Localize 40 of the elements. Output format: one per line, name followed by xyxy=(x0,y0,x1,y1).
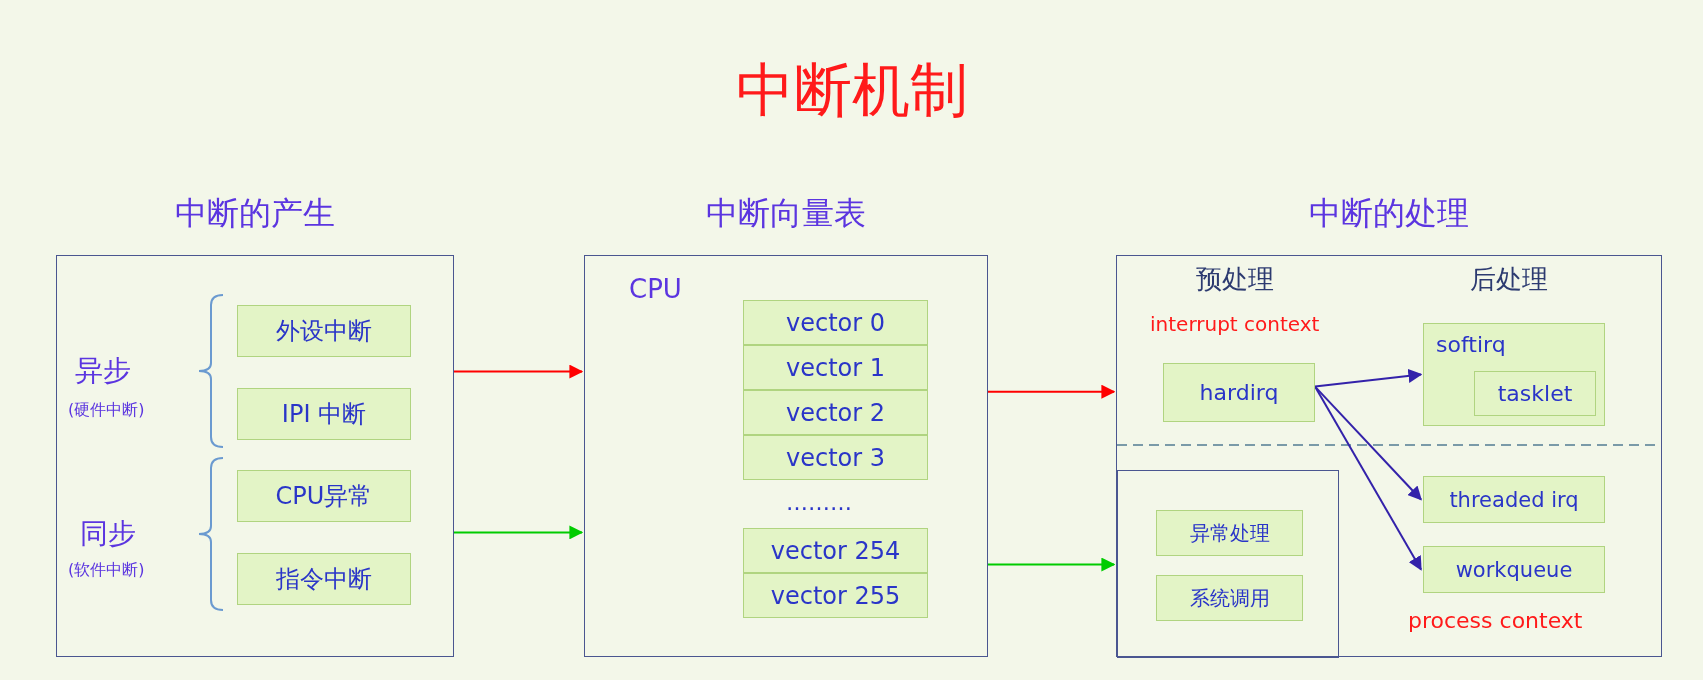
frame-box xyxy=(1117,470,1339,658)
label-box: vector 255 xyxy=(743,573,928,618)
label-box: threaded irq xyxy=(1423,476,1605,523)
label-box: vector 3 xyxy=(743,435,928,480)
text-label: interrupt context xyxy=(1150,312,1320,336)
label-box xyxy=(1423,323,1605,426)
arrow xyxy=(453,525,584,540)
arrow xyxy=(987,557,1116,572)
label-box: IPI 中断 xyxy=(237,388,411,440)
text-label: ……… xyxy=(786,490,852,515)
title: 中断机制 xyxy=(734,55,969,126)
arrow xyxy=(987,384,1116,399)
label-box: workqueue xyxy=(1423,546,1605,593)
label-box: 指令中断 xyxy=(237,553,411,605)
text-label: 后处理 xyxy=(1470,263,1548,296)
label-box: vector 254 xyxy=(743,528,928,573)
arrow xyxy=(453,364,584,379)
arrow xyxy=(1314,368,1423,388)
text-label: 同步 xyxy=(80,516,136,552)
label-box: hardirq xyxy=(1163,363,1315,422)
label-box: 外设中断 xyxy=(237,305,411,357)
box-text: softirq xyxy=(1436,332,1506,357)
text-label: 预处理 xyxy=(1196,263,1274,296)
text-label: (软件中断) xyxy=(68,560,145,581)
label-box: vector 0 xyxy=(743,300,928,345)
text-label: 异步 xyxy=(75,353,131,389)
label-box: 系统调用 xyxy=(1156,575,1303,621)
text-label: process context xyxy=(1408,608,1583,633)
text-label: (硬件中断) xyxy=(68,400,145,421)
section-heading: 中断的处理 xyxy=(1308,193,1470,234)
label-box: 异常处理 xyxy=(1156,510,1303,556)
arrow xyxy=(1314,385,1422,501)
label-box: vector 2 xyxy=(743,390,928,435)
label-box: vector 1 xyxy=(743,345,928,390)
label-box: CPU异常 xyxy=(237,470,411,522)
arrow xyxy=(1314,385,1422,571)
section-heading: 中断向量表 xyxy=(705,193,867,234)
label-box: tasklet xyxy=(1474,371,1596,416)
panel-label: CPU xyxy=(629,274,682,304)
section-heading: 中断的产生 xyxy=(174,193,336,234)
